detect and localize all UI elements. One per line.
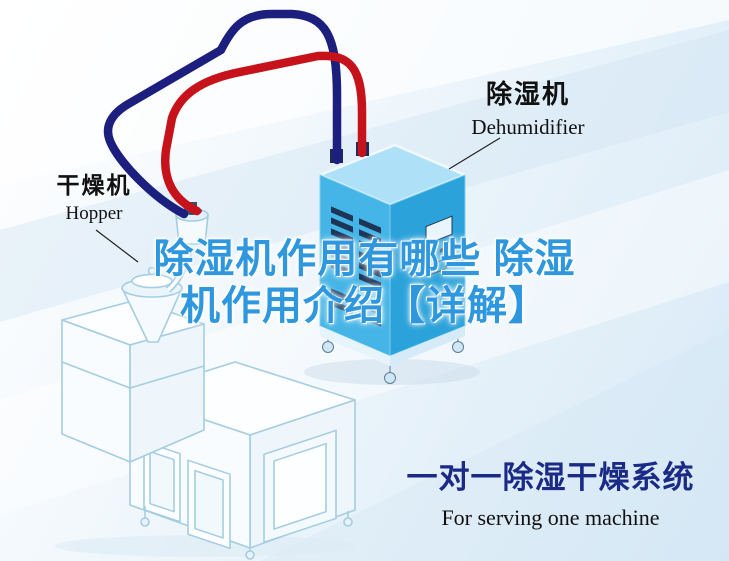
dehumidifier-label-en: Dehumidifier	[471, 115, 585, 139]
callout-line-dehumidifier	[448, 137, 501, 170]
control-panel	[425, 215, 453, 276]
page-title-line2: 机作用介绍【详解】	[180, 284, 549, 328]
dehumidifier-label: 除湿机 Dehumidifier	[448, 74, 608, 140]
hopper-label: 干燥机 Hopper	[46, 166, 142, 225]
dehumidifier-label-cn: 除湿机	[485, 79, 570, 109]
page-title: 除湿机作用有哪些 除湿 机作用介绍【详解】	[40, 236, 689, 330]
callout-line-hopper	[95, 229, 139, 263]
hopper-label-cn: 干燥机	[56, 172, 132, 198]
caption-cn: 一对一除湿干燥系统	[406, 460, 695, 495]
pipe-red	[161, 51, 367, 216]
dehumidifier-drawing	[304, 142, 480, 385]
caption-en: For serving one machine	[441, 505, 660, 530]
vent-grille	[331, 206, 381, 327]
hopper-label-en: Hopper	[65, 203, 123, 224]
hopper-machine-drawing	[55, 202, 356, 560]
page-title-line1: 除湿机作用有哪些 除湿	[153, 237, 576, 281]
caption: 一对一除湿干燥系统 For serving one machine	[398, 452, 703, 531]
pipe-navy	[103, 9, 342, 219]
